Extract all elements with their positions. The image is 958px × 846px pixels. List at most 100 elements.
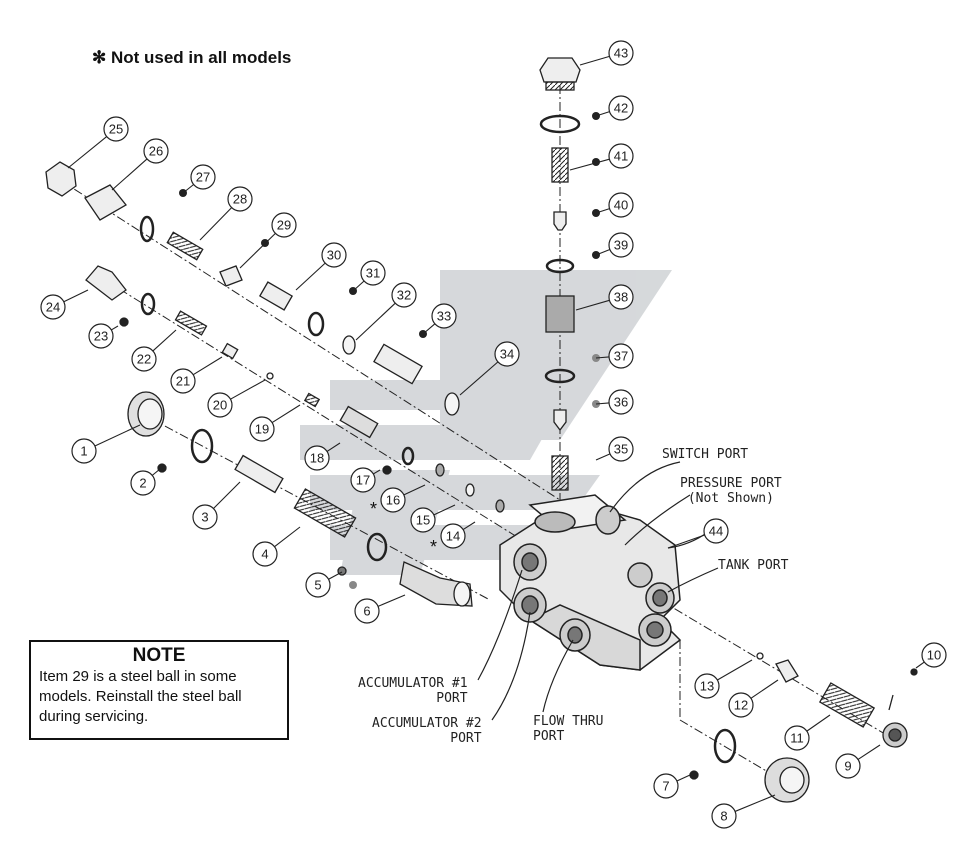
callout-circle-21 [170,368,196,394]
callout-circle-44 [703,518,729,544]
callout-circle-9 [835,753,861,779]
callout-circle-28 [227,186,253,212]
callout-number-12: 12 [734,698,748,713]
callout-number-2: 2 [139,476,146,491]
callout-number-44: 44 [709,524,723,539]
callout-leader-10 [915,661,925,669]
callout-number-31: 31 [366,266,380,281]
callout-circle-8 [711,803,737,829]
callout-number-35: 35 [614,442,628,457]
callout-leader-21 [192,356,223,376]
callout-circle-25 [103,116,129,142]
callout-circle-16 [380,487,406,513]
callout-leader-8 [734,794,776,812]
callout-number-37: 37 [614,349,628,364]
top-parts-stack [539,57,581,491]
callout-number-4: 4 [261,547,268,562]
callout-circle-19 [249,416,275,442]
tank-port-label: TANK PORT [718,558,789,573]
callout-circle-24 [40,294,66,320]
callout-circle-31 [360,260,386,286]
accumulator-1-port-label: ACCUMULATOR #1 PORT [358,676,468,706]
callout-circle-42 [608,95,634,121]
callout-number-20: 20 [213,398,227,413]
callout-number-10: 10 [927,648,941,663]
callout-leader-33 [422,323,436,335]
callout-leader-11 [806,714,831,732]
callout-circle-4 [252,541,278,567]
callout-leader-44 [667,534,705,549]
callout-number-5: 5 [314,578,321,593]
pressure-port-label: PRESSURE PORT (Not Shown) [680,476,782,506]
callout-leader-24 [63,289,89,303]
callout-circle-36 [608,389,634,415]
note-box: NOTE Item 29 is a steel ball in some mod… [29,640,289,740]
asterisk-marker-16: * [370,499,378,519]
callout-circle-29 [271,212,297,238]
callout-leader-18 [326,442,341,452]
callout-leader-42 [595,111,610,117]
callout-leader-6 [377,594,406,607]
callout-circle-23 [88,323,114,349]
callout-number-24: 24 [46,300,60,315]
callout-leader-29 [239,232,276,269]
callout-circle-15 [410,507,436,533]
callout-balloons: 1234567891011121314151617181920212223242… [40,40,947,829]
callout-circle-34 [494,341,520,367]
callout-leader-34 [459,361,499,396]
callout-circle-37 [608,343,634,369]
callout-number-9: 9 [844,759,851,774]
callout-leader-4 [274,526,301,548]
not-used-in-all-models-note: ✻ Not used in all models [92,48,292,67]
callout-number-36: 36 [614,395,628,410]
callout-circle-43 [608,40,634,66]
callout-leader-9 [857,744,881,760]
callout-circle-10 [921,642,947,668]
callout-leader-7 [676,774,691,782]
callout-number-38: 38 [614,290,628,305]
callout-leader-31 [352,280,365,292]
callout-number-26: 26 [149,144,163,159]
right-parts [689,652,918,803]
callout-leader-35 [595,453,611,461]
callout-circle-1 [71,438,97,464]
callout-leader-25 [67,136,108,169]
callout-circle-39 [608,232,634,258]
callout-number-14: 14 [446,529,460,544]
flow-thru-port-label: FLOW THRU PORT [533,714,604,744]
callout-leader-15 [433,504,456,516]
callout-number-19: 19 [255,422,269,437]
callout-number-13: 13 [700,679,714,694]
callout-number-33: 33 [437,309,451,324]
valve-body [499,494,682,671]
callout-circle-20 [207,392,233,418]
port-leaders [477,461,719,721]
asterisk-marker-14: * [430,537,438,557]
callout-number-16: 16 [386,493,400,508]
callout-circle-17 [350,467,376,493]
callout-leader-13 [717,659,753,681]
switch-port-label: SWITCH PORT [662,447,749,462]
callout-circle-5 [305,572,331,598]
callout-leader-5 [328,571,343,580]
callout-leader-20 [230,379,266,400]
callout-circle-30 [321,242,347,268]
callout-circle-40 [608,192,634,218]
callout-leader-17 [373,469,381,475]
callout-number-17: 17 [356,473,370,488]
callout-leader-26 [111,158,148,191]
callout-circle-38 [608,284,634,310]
callout-leader-22 [152,329,177,352]
callout-leader-28 [199,207,233,241]
callout-number-11: 11 [790,731,804,746]
callout-leader-41 [569,158,610,171]
callout-leader-2 [151,468,161,476]
callout-circle-26 [143,138,169,164]
callout-leader-30 [295,262,326,291]
upper-left-parts [45,161,460,416]
callout-number-1: 1 [80,444,87,459]
callout-leader-14 [462,521,476,531]
callout-number-7: 7 [662,779,669,794]
